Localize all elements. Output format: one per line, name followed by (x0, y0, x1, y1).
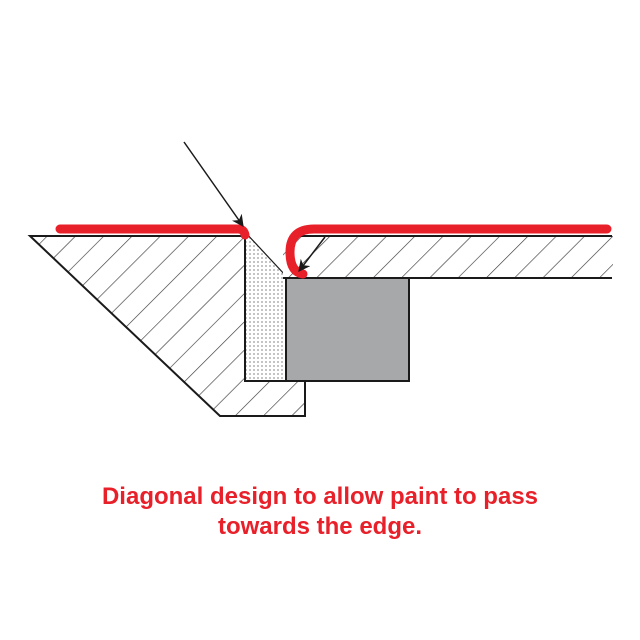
paint-right (285, 224, 612, 279)
grey-block (285, 277, 410, 382)
right-board (283, 235, 613, 279)
paint-left (55, 224, 250, 240)
arrow-main (183, 141, 244, 227)
caption-line-1: Diagonal design to allow paint to pass (101, 483, 539, 510)
caption-line-2: towards the edge. (217, 513, 423, 540)
caption: Diagonal design to allow paint to pass t… (0, 482, 640, 542)
dotted-channel (244, 231, 287, 381)
arrow-edge (298, 236, 326, 272)
